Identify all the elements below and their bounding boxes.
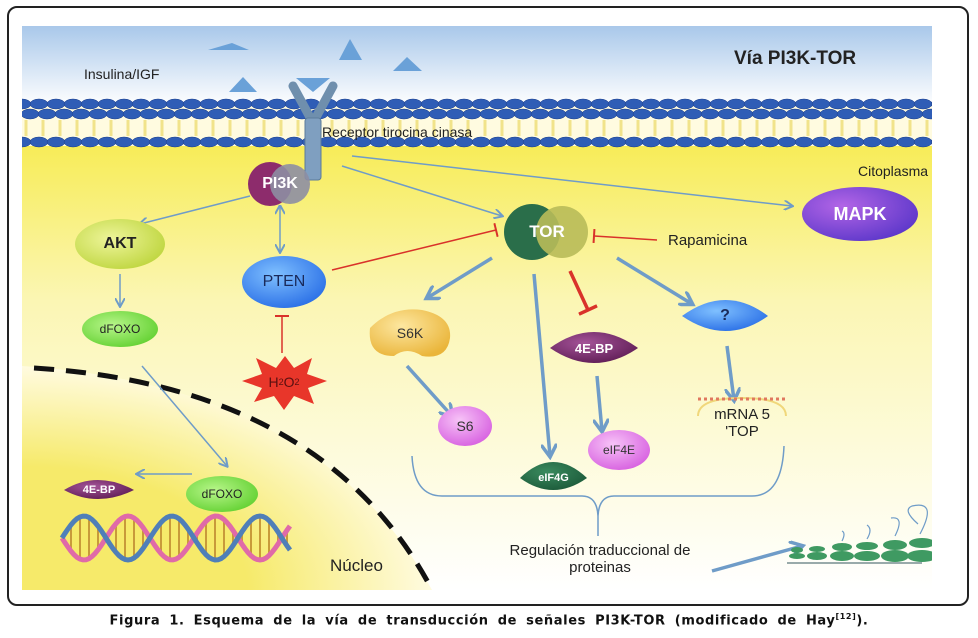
diagram-panel: Insulina/IGF Vía PI3K-TOR Receptor tiroc… xyxy=(22,26,932,590)
caption-reference: [12] xyxy=(835,612,857,621)
ligand-triangle xyxy=(393,57,422,71)
mrna-line2: 'TOP xyxy=(725,423,759,440)
s6-label: S6 xyxy=(456,418,474,434)
unknown-factor-node xyxy=(682,300,768,331)
diagram-title: Vía PI3K-TOR xyxy=(734,48,857,69)
regulation-label: Regulación traduccional de proteinas xyxy=(500,542,700,576)
h2o2-starburst xyxy=(242,356,327,410)
4ebp-label: 4E-BP xyxy=(574,340,614,356)
regulation-line2: proteinas xyxy=(569,559,631,576)
s6k-node xyxy=(369,309,451,357)
dfoxo-cytoplasm-label: dFOXO xyxy=(99,322,141,336)
caption-text: Figura 1. Esquema de la vía de transducc… xyxy=(109,613,836,629)
cell-membrane xyxy=(22,98,932,148)
mapk-node xyxy=(802,187,918,241)
polysome-ribosomes xyxy=(787,504,932,564)
dfoxo-cytoplasm-node xyxy=(82,311,158,347)
receptor-label: Receptor tirocina cinasa xyxy=(322,124,473,140)
ligand-triangle xyxy=(229,77,257,92)
mapk-label: MAPK xyxy=(833,203,887,224)
ligand-triangle xyxy=(296,78,330,92)
eif4e-node xyxy=(588,430,650,470)
unknown-factor-label: ? xyxy=(720,307,730,324)
pten-node xyxy=(242,256,326,308)
eif4g-node xyxy=(520,462,587,490)
eif4e-label: eIF4E xyxy=(602,443,635,457)
receptor-tyrosine-kinase xyxy=(288,81,338,181)
pi3k-label: PI3K xyxy=(262,175,298,192)
4ebp-node xyxy=(550,332,638,363)
figure-caption: Figura 1. Esquema de la vía de transducc… xyxy=(0,612,978,628)
nuclear-envelope xyxy=(33,365,433,588)
caption-end: ). xyxy=(856,613,869,629)
cytoplasm-label: Citoplasma xyxy=(858,163,929,179)
s6-node xyxy=(438,406,492,446)
eif4g-label: eIF4G xyxy=(538,472,569,484)
nucleus-label: Núcleo xyxy=(330,556,383,575)
ligand-triangle xyxy=(339,39,362,60)
rapamycin-label: Rapamicina xyxy=(668,232,748,249)
akt-label: AKT xyxy=(103,235,137,252)
4ebp-nucleus-label: 4E-BP xyxy=(82,484,116,496)
mrna-label: mRNA 5 'TOP xyxy=(694,406,790,440)
extracellular-space xyxy=(22,26,932,106)
ligand-triangle xyxy=(208,43,249,50)
tor-node xyxy=(504,204,588,260)
4ebp-nucleus-node xyxy=(64,480,134,499)
ligand-label: Insulina/IGF xyxy=(84,66,160,82)
insulin-ligands xyxy=(208,39,422,92)
tor-label: TOR xyxy=(529,222,565,241)
diagram-canvas xyxy=(22,26,932,590)
dna-helix xyxy=(59,513,293,563)
s6k-label: S6K xyxy=(396,325,424,341)
mrna-line1: mRNA 5 xyxy=(714,406,770,423)
translation-bracket xyxy=(411,445,785,517)
dfoxo-nucleus-label: dFOXO xyxy=(201,487,243,501)
regulation-line1: Regulación traduccional de xyxy=(509,542,691,559)
pten-label: PTEN xyxy=(262,273,306,290)
akt-node xyxy=(75,219,165,269)
dfoxo-nucleus-node xyxy=(186,476,258,512)
pi3k-node xyxy=(248,162,310,206)
